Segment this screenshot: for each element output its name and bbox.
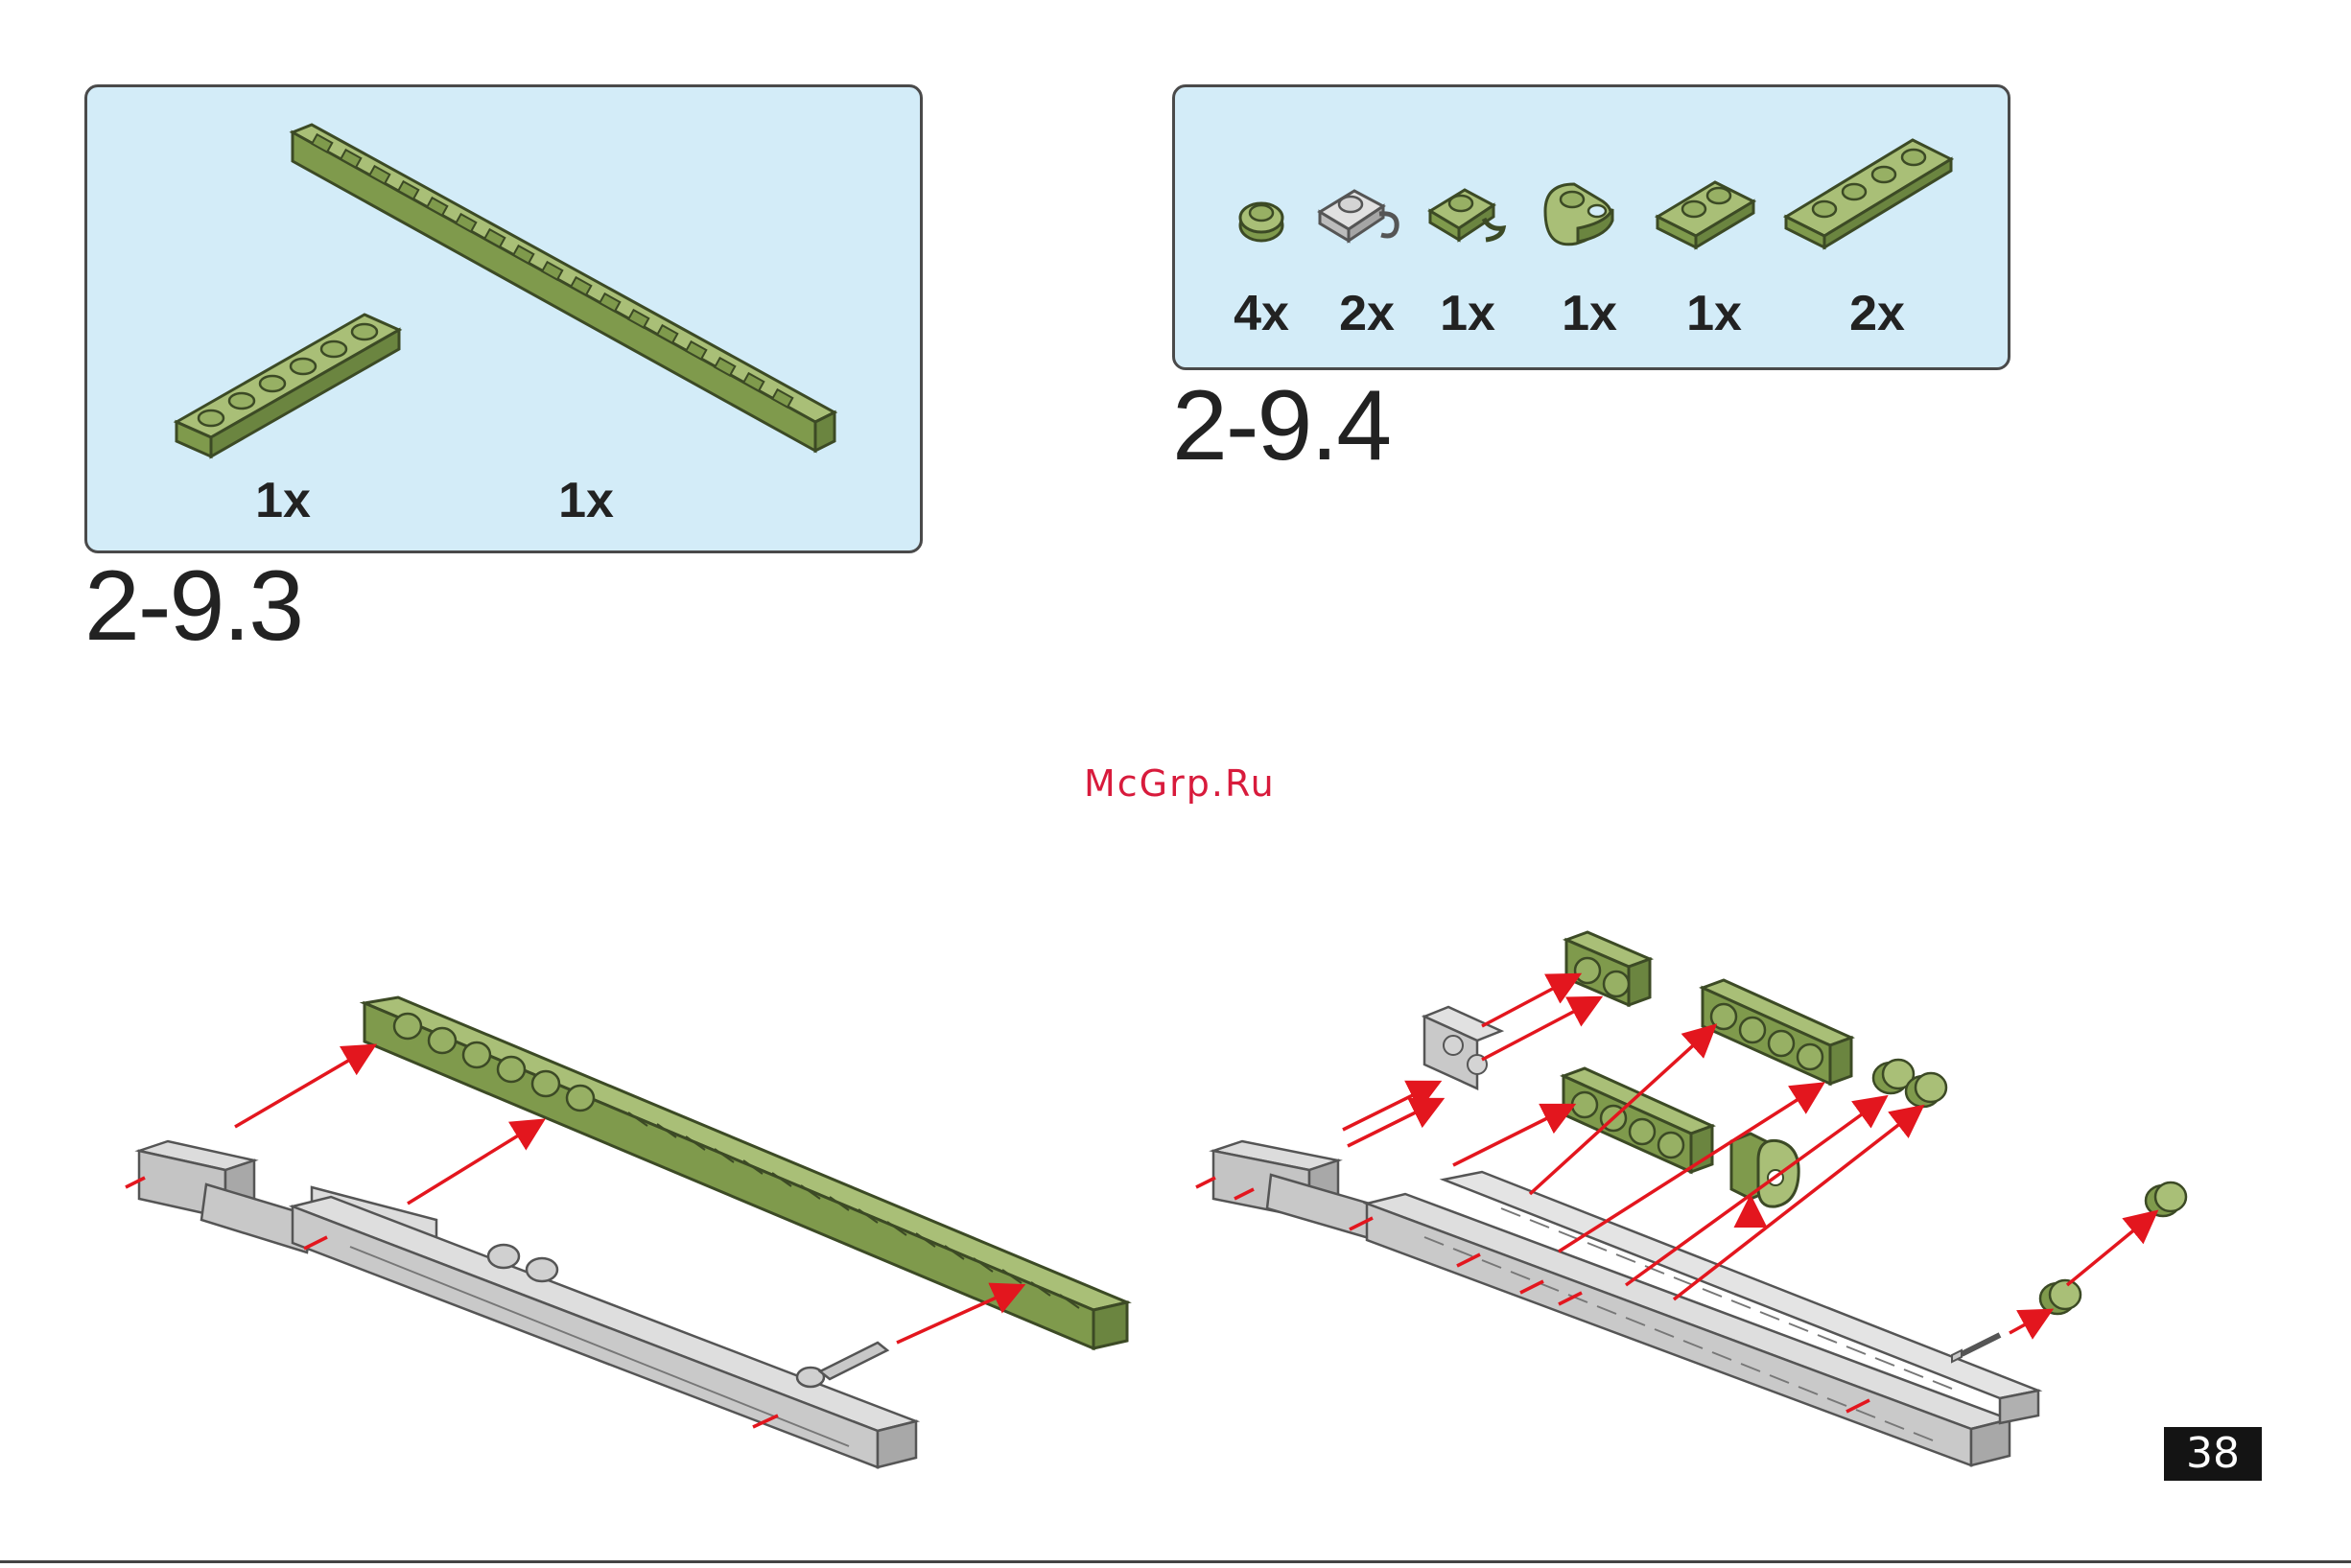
- part-qty-plate-1x6: 1x: [255, 472, 311, 529]
- round-plate-illustration: [1237, 197, 1285, 245]
- page-number: 38: [2164, 1427, 2262, 1481]
- plate-1x6-illustration: [173, 307, 403, 460]
- step-number: 2-9.3: [84, 556, 302, 656]
- assembly-illustration-right: [1194, 921, 2230, 1486]
- olive-hook-plate-illustration: [1540, 178, 1621, 246]
- olive-clip-plate-illustration: [1426, 184, 1513, 246]
- plate-1x4-illustration: [1782, 134, 1955, 249]
- step-number: 2-9.4: [1172, 376, 1390, 476]
- part-qty-olive-hook-plate: 1x: [1562, 285, 1617, 342]
- assembly-illustration-left: [120, 997, 1146, 1496]
- watermark: McGrp.Ru: [1084, 762, 1276, 805]
- part-qty-grey-clip-plate: 2x: [1339, 285, 1395, 342]
- part-qty-round-plate: 4x: [1234, 285, 1289, 342]
- plate-1x2-illustration: [1654, 173, 1759, 249]
- part-qty-plate-1x16: 1x: [558, 472, 614, 529]
- part-qty-plate-1x4: 2x: [1849, 285, 1905, 342]
- part-qty-olive-clip-plate: 1x: [1440, 285, 1495, 342]
- part-qty-plate-1x2: 1x: [1686, 285, 1742, 342]
- grey-clip-plate-illustration: [1316, 185, 1402, 247]
- bottom-rule: [0, 1560, 2351, 1563]
